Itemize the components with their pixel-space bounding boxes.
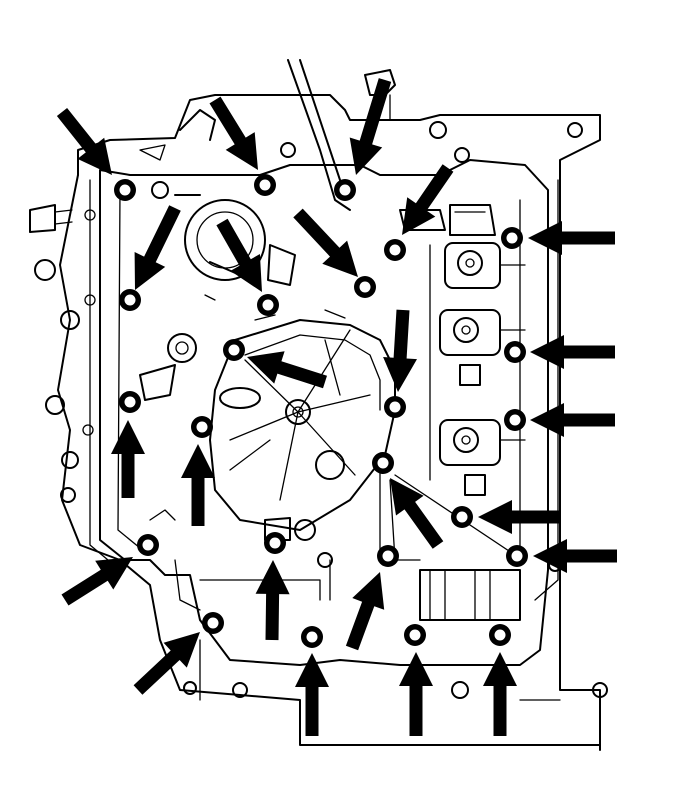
bolt-head: [384, 396, 406, 418]
bolt-head: [377, 545, 399, 567]
bolt-head: [489, 624, 511, 646]
callout-arrow: [209, 96, 258, 170]
left-fitting: [29, 204, 96, 503]
bolt-head: [223, 339, 245, 361]
callout-arrow: [402, 164, 454, 235]
bolt-head: [301, 626, 323, 648]
case-outline: [57, 94, 601, 751]
bolt-head: [372, 452, 394, 474]
callout-arrow: [383, 309, 417, 392]
callout-arrow: [295, 653, 329, 736]
bolt-head: [257, 294, 279, 316]
bolt-head: [137, 534, 159, 556]
callout-arrow: [255, 560, 290, 641]
callout-arrow: [478, 500, 560, 534]
callout-arrow: [111, 420, 145, 498]
callout-arrow: [216, 218, 262, 292]
bolt-head: [384, 239, 406, 261]
bolt-head: [501, 227, 523, 249]
callout-arrow: [293, 208, 358, 277]
callout-arrow: [56, 108, 112, 175]
callout-arrow: [399, 652, 433, 736]
bolt-head: [404, 624, 426, 646]
bolt-head: [504, 409, 526, 431]
bolt-head: [119, 391, 141, 413]
callout-arrow: [247, 351, 327, 389]
bolt-heads: [114, 174, 528, 648]
callout-arrow: [345, 572, 385, 651]
solenoid-bank: [399, 199, 526, 561]
bolt-head: [119, 289, 141, 311]
callout-arrow: [390, 478, 444, 549]
callout-arrow: [530, 335, 615, 369]
bolt-head: [202, 612, 224, 634]
callout-arrow: [483, 652, 517, 736]
callout-arrow: [530, 403, 615, 437]
callout-arrow: [133, 632, 200, 695]
bolt-head: [114, 179, 136, 201]
callout-arrow: [528, 221, 615, 255]
bolt-head: [504, 341, 526, 363]
bolt-head: [354, 276, 376, 298]
center-cover: [209, 309, 396, 541]
callout-arrow: [134, 205, 181, 290]
callout-arrow: [349, 78, 392, 175]
bolt-head: [451, 506, 473, 528]
bolt-head: [264, 532, 286, 554]
accumulator-area: [139, 181, 296, 401]
callout-arrows: [56, 78, 617, 736]
bolt-head: [191, 416, 213, 438]
callout-arrow: [61, 557, 133, 606]
bolt-head: [506, 545, 528, 567]
top-features: [139, 59, 583, 211]
callout-arrow: [181, 444, 215, 526]
bolt-head: [334, 179, 356, 201]
bolt-head: [254, 174, 276, 196]
callout-arrow: [533, 539, 617, 573]
